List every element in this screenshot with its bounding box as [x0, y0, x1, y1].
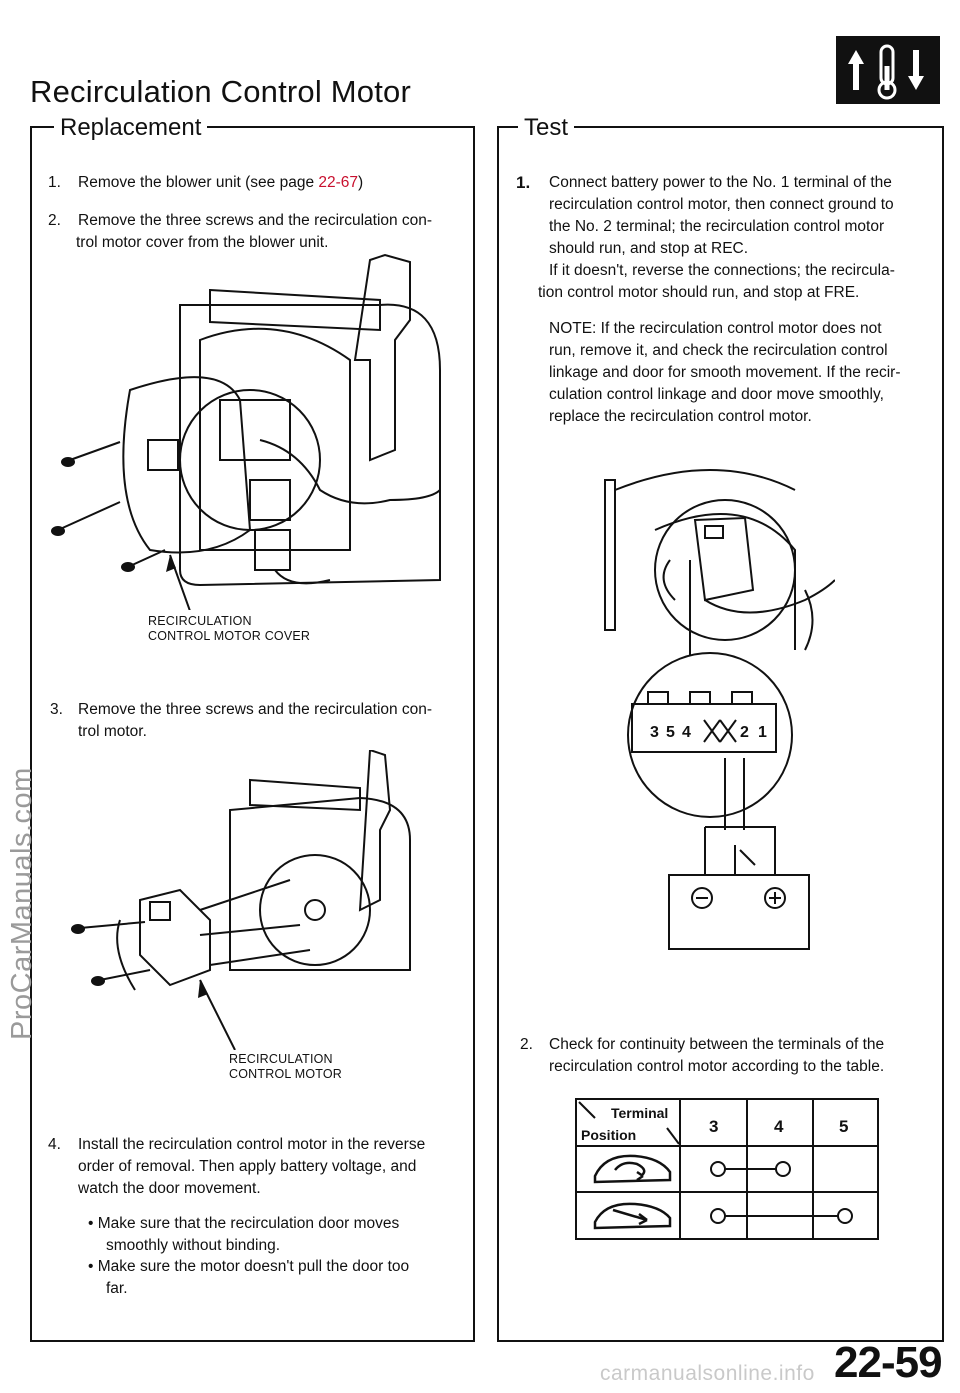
- page-link-22-67[interactable]: 22-67: [318, 174, 359, 191]
- battery-illustration: [668, 826, 810, 950]
- replacement-heading: Replacement: [54, 114, 208, 142]
- step-line-1: Check for continuity between the termina…: [549, 1036, 885, 1053]
- table-header-position: Position: [581, 1127, 636, 1143]
- step-line-4: should run, and stop at REC.: [549, 240, 749, 257]
- table-col-3: 3: [709, 1117, 718, 1136]
- step-line-2: recirculation control motor according to…: [549, 1058, 885, 1075]
- test-heading: Test: [518, 114, 575, 142]
- page-title: Recirculation Control Motor: [30, 74, 411, 109]
- replacement-bullet-2: • Make sure the motor doesn't pull the d…: [88, 1256, 468, 1302]
- step-line-2: recirculation control motor, then connec…: [549, 196, 894, 213]
- step-number: 2.: [48, 212, 61, 229]
- replacement-section: [30, 126, 475, 1342]
- table-col-4: 4: [774, 1117, 784, 1136]
- step-line-3: watch the door movement.: [78, 1180, 261, 1197]
- continuity-table: Terminal Position 3 4 5: [575, 1098, 879, 1240]
- bullet-line-2: far.: [106, 1280, 128, 1297]
- label-line: CONTROL MOTOR: [229, 1067, 343, 1081]
- replacement-step-3: 3. Remove the three screws and the recir…: [50, 699, 470, 749]
- replacement-step-4: 4. Install the recirculation control mot…: [48, 1134, 468, 1206]
- connector-pin-3: 3: [650, 724, 659, 741]
- step-line-6: tion control motor should run, and stop …: [538, 284, 860, 301]
- page-number: 22-59: [834, 1338, 943, 1387]
- step-line-2: order of removal. Then apply battery vol…: [78, 1158, 417, 1175]
- bullet-line-1: • Make sure the motor doesn't pull the d…: [88, 1258, 410, 1275]
- connector-pin-1: 1: [758, 724, 767, 741]
- table-col-5: 5: [839, 1117, 848, 1136]
- label-recirculation-motor-cover: RECIRCULATION CONTROL MOTOR COVER: [148, 614, 310, 644]
- connector-pin-4: 4: [682, 724, 691, 741]
- test-section: [497, 126, 944, 1342]
- connector-detail-illustration: 3 5 4 2 1: [627, 652, 793, 830]
- note-line-4: culation control linkage and door move s…: [549, 386, 884, 403]
- step-line-1: Connect battery power to the No. 1 termi…: [549, 174, 892, 191]
- bullet-line-2: smoothly without binding.: [106, 1237, 281, 1254]
- connector-pin-2: 2: [740, 724, 749, 741]
- step-number: 1.: [48, 174, 61, 191]
- note-line-3: linkage and door for smooth movement. If…: [549, 364, 901, 381]
- test-step-2: 2. Check for continuity between the term…: [520, 1034, 940, 1084]
- motor-battery-test-illustration: [604, 469, 835, 660]
- side-watermark: ProCarManuals.com: [6, 767, 38, 1040]
- blower-unit-cover-illustration: [51, 253, 441, 610]
- replacement-step-2: 2. Remove the three screws and the recir…: [48, 210, 468, 260]
- step-line-2: trol motor.: [78, 723, 147, 740]
- label-line: RECIRCULATION: [148, 614, 252, 628]
- label-line: CONTROL MOTOR COVER: [148, 629, 311, 643]
- replacement-bullet-1: • Make sure that the recirculation door …: [88, 1213, 468, 1259]
- step-line-5: If it doesn't, reverse the connections; …: [549, 262, 895, 279]
- step-line-1: Remove the three screws and the recircul…: [78, 212, 433, 229]
- step-line-2: trol motor cover from the blower unit.: [76, 234, 329, 251]
- note-line-5: replace the recirculation control motor.: [549, 408, 812, 425]
- step-line-3: the No. 2 terminal; the recirculation co…: [549, 218, 885, 235]
- replacement-step-1: 1. Remove the blower unit (see page 22-6…: [48, 172, 468, 194]
- step-text-end: ): [358, 174, 364, 191]
- bullet-line-1: • Make sure that the recirculation door …: [88, 1215, 400, 1232]
- step-number: 1.: [516, 173, 531, 192]
- label-recirculation-control-motor: RECIRCULATION CONTROL MOTOR: [229, 1052, 342, 1082]
- recirculate-position-icon: [593, 1154, 672, 1184]
- note-line-1: NOTE: If the recirculation control motor…: [549, 320, 882, 337]
- table-header-terminal: Terminal: [611, 1105, 668, 1121]
- thermometer-up-down-icon: [836, 36, 940, 104]
- control-motor-removal-illustration: [71, 750, 411, 1050]
- step-line-1: Install the recirculation control motor …: [78, 1136, 426, 1153]
- step-number: 2.: [520, 1036, 533, 1053]
- step-text: Remove the blower unit (see page: [78, 174, 319, 191]
- test-note: NOTE: If the recirculation control motor…: [549, 318, 939, 428]
- test-step-1: 1. Connect battery power to the No. 1 te…: [516, 172, 936, 301]
- note-line-2: run, remove it, and check the recirculat…: [549, 342, 888, 359]
- fresh-air-position-icon: [593, 1202, 672, 1230]
- label-line: RECIRCULATION: [229, 1052, 333, 1066]
- step-number: 4.: [48, 1136, 61, 1153]
- step-line-1: Remove the three screws and the recircul…: [78, 701, 433, 718]
- connector-pin-5: 5: [666, 724, 675, 741]
- footer-watermark: carmanualsonline.info: [600, 1362, 815, 1385]
- step-number: 3.: [50, 701, 63, 718]
